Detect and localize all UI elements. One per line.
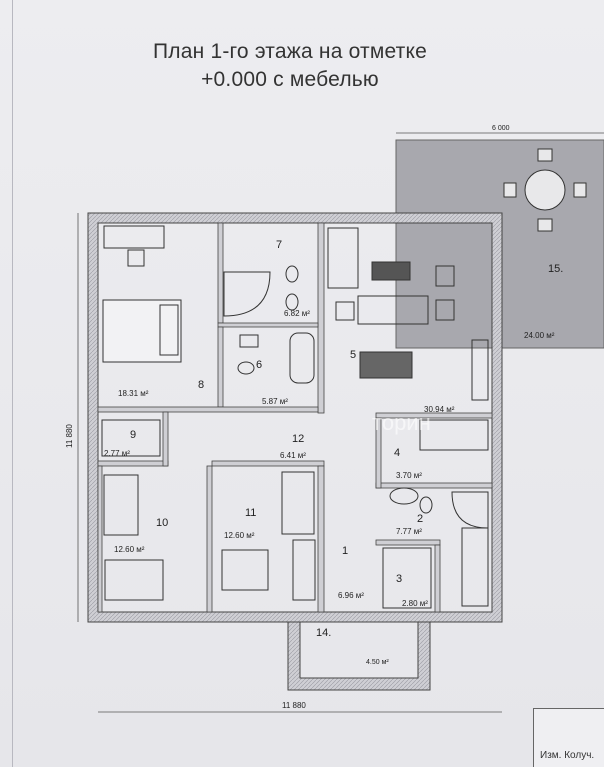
room-6-area: 5.87 м² — [262, 397, 288, 406]
room-5-area: 30.94 м² — [424, 405, 455, 414]
tv-icon — [371, 261, 411, 281]
room-3-number: 3 — [396, 573, 402, 585]
room-1-area: 6.96 м² — [338, 591, 364, 600]
terrace-dimension: 6 000 — [492, 125, 510, 132]
room-15-area: 24.00 м² — [524, 331, 555, 340]
room-11-area: 12.60 м² — [224, 531, 255, 540]
dining-set-icon — [503, 148, 587, 232]
room-12-area: 6.41 м² — [280, 451, 306, 460]
room-3-area: 2.80 м² — [402, 599, 428, 608]
room-12-number: 12 — [292, 433, 304, 445]
room-10-number: 10 — [156, 517, 168, 529]
room-1-number: 1 — [342, 545, 348, 557]
room-14-number: 14. — [316, 627, 331, 639]
room-14-area: 4.50 м² — [366, 659, 389, 666]
furniture — [101, 225, 489, 609]
stamp-text: Изм. Колуч. — [540, 750, 595, 761]
room-11-number: 11 — [245, 507, 256, 519]
plan-title-line2: +0.000 с мебелью — [201, 68, 379, 91]
title-block-stamp: Изм. Колуч. — [533, 708, 604, 767]
watermark-text: торин — [372, 410, 431, 435]
dining-table-icon — [359, 351, 413, 379]
room-4-number: 4 — [394, 447, 400, 459]
desk-icon — [103, 225, 165, 249]
room-15-number: 15. — [548, 263, 563, 275]
left-dimension: 11 880 — [65, 424, 74, 448]
shower-icon — [451, 491, 489, 529]
entrance-porch — [287, 621, 431, 691]
room-labels: 8 18.31 м² 7 6.82 м² 6 5.87 м² 5 30.94 м… — [104, 239, 455, 666]
room-7-number: 7 — [276, 239, 282, 251]
bed-icon — [102, 299, 182, 363]
plan-title-line1: План 1-го этажа на отметке — [152, 40, 427, 63]
sheet-border-line — [12, 0, 13, 767]
bottom-dimension: 11 880 — [282, 701, 306, 710]
room-2-number: 2 — [417, 513, 423, 525]
corner-bath-icon — [223, 271, 271, 317]
room-9-number: 9 — [130, 429, 136, 441]
room-10-area: 12.60 м² — [114, 545, 145, 554]
room-4-area: 3.70 м² — [396, 471, 422, 480]
room-8-area: 18.31 м² — [118, 389, 149, 398]
room-5-number: 5 — [350, 349, 356, 361]
room-2-area: 7.77 м² — [396, 527, 422, 536]
room-8-number: 8 — [198, 379, 204, 391]
interior-walls — [97, 222, 493, 613]
room-6-number: 6 — [256, 359, 262, 371]
room-7-area: 6.82 м² — [284, 309, 310, 318]
bathtub-icon — [289, 332, 315, 384]
sofa-icon — [327, 227, 359, 289]
room-9-area: 2.77 м² — [104, 449, 130, 458]
